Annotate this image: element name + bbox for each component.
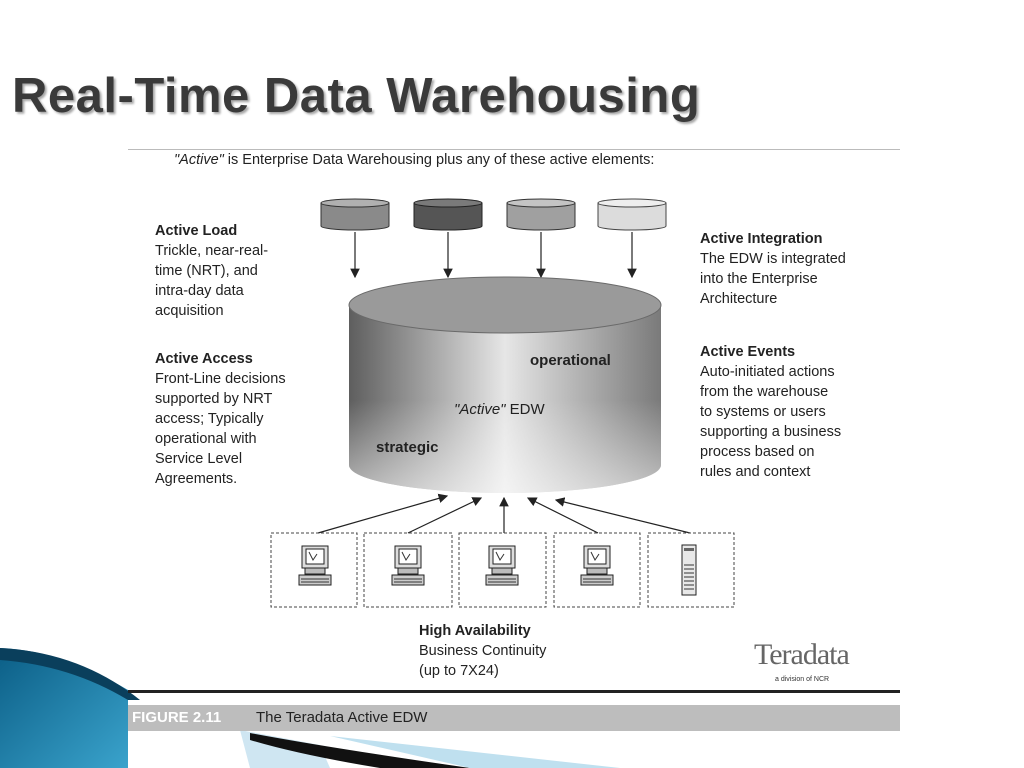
workstation-icon (485, 545, 519, 586)
active-edw-active-word: "Active" (454, 401, 506, 418)
operational-label: operational (530, 352, 611, 369)
high-availability-line: (up to 7X24) (419, 663, 499, 679)
corner-decoration (0, 648, 620, 768)
active-events-line: rules and context (700, 464, 811, 480)
active-edw-edw: EDW (505, 401, 545, 418)
arrow-client-1 (317, 493, 449, 534)
active-load-line: time (NRT), and (155, 263, 258, 279)
active-access-heading: Active Access (155, 351, 253, 367)
workstation-icon (298, 545, 332, 586)
active-load-heading: Active Load (155, 223, 238, 239)
active-access-line: Agreements. (155, 471, 238, 487)
figure-caption: The Teradata Active EDW (256, 709, 428, 726)
slide-title: Real-Time Data Warehousing (12, 69, 701, 123)
teradata-logo: Teradata (754, 638, 850, 671)
active-load-line: intra-day data (155, 283, 244, 299)
strategic-label: strategic (376, 439, 439, 456)
active-integration-line: into the Enterprise (700, 271, 818, 287)
active-events-line: process based on (700, 444, 815, 460)
arrow-client-2 (407, 497, 483, 534)
source-database-3 (506, 198, 576, 231)
active-events-block: Active Events Auto-initiated actions fro… (700, 342, 841, 482)
high-availability-block: High Availability Business Continuity (u… (419, 621, 546, 681)
workstation-icon (580, 545, 614, 586)
client-box-3 (458, 532, 547, 608)
arrow-client-5 (554, 497, 691, 534)
active-events-line: to systems or users (700, 404, 826, 420)
figure-number: FIGURE 2.11 (132, 709, 222, 726)
active-load-line: Trickle, near-real- (155, 243, 269, 259)
active-events-line: Auto-initiated actions (700, 364, 835, 380)
active-access-line: operational with (155, 431, 257, 447)
client-box-2 (363, 532, 453, 608)
workstation-icon (391, 545, 425, 586)
source-database-4 (597, 198, 667, 231)
active-load-line: acquisition (155, 303, 224, 319)
active-edw-label: "Active" EDW (454, 401, 545, 418)
server-icon (681, 544, 697, 596)
active-access-line: Front-Line decisions (155, 371, 286, 387)
arrow-client-4 (526, 497, 599, 534)
active-access-line: access; Typically (155, 411, 264, 427)
intro-rest: is Enterprise Data Warehousing plus any … (223, 152, 655, 168)
intro-text: "Active" is Enterprise Data Warehousing … (174, 152, 654, 168)
active-integration-line: Architecture (700, 291, 778, 307)
high-availability-line: Business Continuity (419, 643, 547, 659)
figure-rule (128, 690, 900, 693)
active-events-line: supporting a business (700, 424, 842, 440)
source-database-2 (413, 198, 483, 231)
top-rule (128, 149, 900, 150)
source-database-1 (320, 198, 390, 231)
active-load-block: Active Load Trickle, near-real- time (NR… (155, 221, 268, 321)
active-events-heading: Active Events (700, 344, 796, 360)
client-box-1 (270, 532, 358, 608)
active-access-block: Active Access Front-Line decisions suppo… (155, 349, 286, 489)
high-availability-heading: High Availability (419, 623, 531, 639)
figure-caption-bar: FIGURE 2.11 The Teradata Active EDW (128, 705, 900, 731)
teradata-logo-sub: a division of NCR (775, 676, 830, 683)
active-access-line: supported by NRT (155, 391, 273, 407)
active-events-line: from the warehouse (700, 384, 829, 400)
intro-active-word: "Active" (174, 152, 224, 168)
active-integration-line: The EDW is integrated (700, 251, 846, 267)
active-access-line: Service Level (155, 451, 243, 467)
active-integration-block: Active Integration The EDW is integrated… (700, 229, 846, 309)
edw-cylinder (348, 276, 662, 493)
active-integration-heading: Active Integration (700, 231, 823, 247)
client-box-4 (553, 532, 641, 608)
client-box-5 (647, 532, 735, 608)
